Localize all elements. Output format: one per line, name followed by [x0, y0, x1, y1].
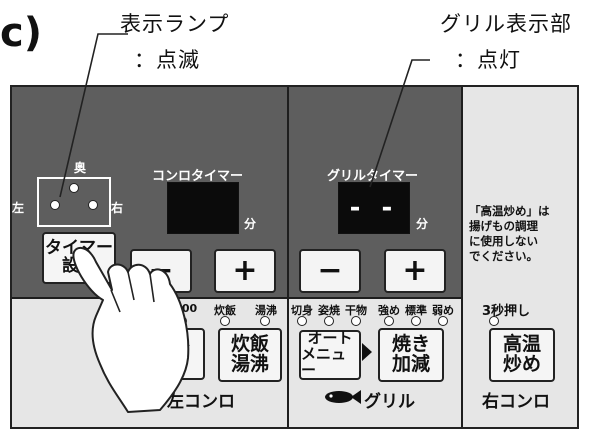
fish-icon [325, 390, 361, 404]
arrow-right-icon [362, 343, 372, 361]
mode-label-rice: 炊飯 [214, 304, 236, 317]
grill-mode-lamp [438, 316, 448, 326]
grill-timer-value: - - [349, 193, 399, 223]
grill-mode-label: 干物 [345, 304, 367, 317]
grill-callout-state: ：点灯 [455, 48, 521, 72]
dial-label-right: 右 [111, 201, 124, 215]
mode-lamp [220, 316, 230, 326]
grill-section-label: グリル [364, 392, 415, 412]
lamp-callout-title: 表示ランプ [120, 12, 230, 36]
auto-menu-line1: オート [307, 329, 353, 348]
rice-boil-line2: 湯沸 [230, 353, 269, 375]
note-line: 揚げもの調理 [469, 218, 538, 233]
right-konro-label: 右コンロ [482, 392, 550, 412]
bake-level-line2: 加減 [391, 353, 430, 375]
grill-leader-line [369, 59, 430, 188]
lamp-leader-line [59, 33, 128, 198]
panel-divider-2 [461, 87, 463, 427]
auto-menu-key[interactable]: オート メニュー [299, 330, 361, 380]
grill-mode-lamp [351, 316, 361, 326]
high-temp-line2: 炒め [502, 353, 541, 375]
grill-mode-lamp [384, 316, 394, 326]
high-temp-lamp [489, 316, 499, 326]
auto-menu-line2: メニュー [301, 345, 347, 379]
konro-timer-display [167, 182, 239, 234]
konro-plus-button[interactable]: + [214, 249, 276, 293]
high-temp-line1: 高温 [502, 333, 541, 356]
lamp-callout-state: ：点滅 [134, 48, 200, 72]
dial-label-left: 左 [12, 201, 25, 215]
grill-timer-display: - - [338, 182, 410, 234]
panel-divider-1 [287, 87, 289, 427]
grill-timer-label: グリルタイマー [327, 169, 419, 184]
grill-mode-lamp [297, 316, 307, 326]
illustration-overlay [59, 33, 430, 413]
bake-level-line1: 焼き [391, 333, 430, 356]
grill-mode-lamp [411, 316, 421, 326]
grill-callout-title: グリル表示部 [440, 12, 572, 36]
grill-minus-button[interactable]: − [299, 249, 361, 293]
burner-dial [37, 177, 111, 227]
panel-bottom-line [12, 297, 462, 299]
note-line: に使用しない [469, 233, 538, 248]
pointing-hand-icon [72, 246, 190, 413]
indicator-lamp-left [50, 200, 60, 210]
mode-lamp [260, 316, 270, 326]
left-konro-label: 左コンロ [167, 392, 235, 412]
konro-timer-label: コンロタイマー [152, 169, 244, 184]
section-mark: c) [0, 10, 42, 56]
grill-mode-lamp [324, 316, 334, 326]
rice-boil-key[interactable]: 炊飯 湯沸 [218, 328, 282, 382]
indicator-lamp-right [88, 200, 98, 210]
high-temp-stir-fry-key[interactable]: 高温 炒め [489, 328, 555, 382]
grill-plus-button[interactable]: + [384, 249, 446, 293]
dial-label-back: 奥 [74, 161, 87, 175]
grill-mode-label: 姿焼 [318, 304, 340, 317]
note-line: でください。 [469, 248, 538, 263]
note-line: 「高温炒め」は [469, 204, 550, 218]
grill-mode-label: 標準 [405, 304, 427, 317]
grill-mode-label: 弱め [432, 304, 454, 317]
rice-boil-line1: 炊飯 [230, 333, 269, 356]
grill-mode-label: 切身 [291, 304, 313, 317]
high-temp-note: 「高温炒め」は 揚げもの調理 に使用しない でください。 [469, 204, 550, 264]
press-hint: 3秒押し [482, 304, 531, 319]
indicator-lamp-back [69, 183, 79, 193]
konro-timer-unit: 分 [244, 217, 257, 231]
grill-mode-label: 強め [378, 304, 400, 317]
bake-level-key[interactable]: 焼き 加減 [378, 328, 444, 382]
mode-label-boil: 湯沸 [255, 304, 277, 317]
grill-timer-unit: 分 [416, 217, 429, 231]
